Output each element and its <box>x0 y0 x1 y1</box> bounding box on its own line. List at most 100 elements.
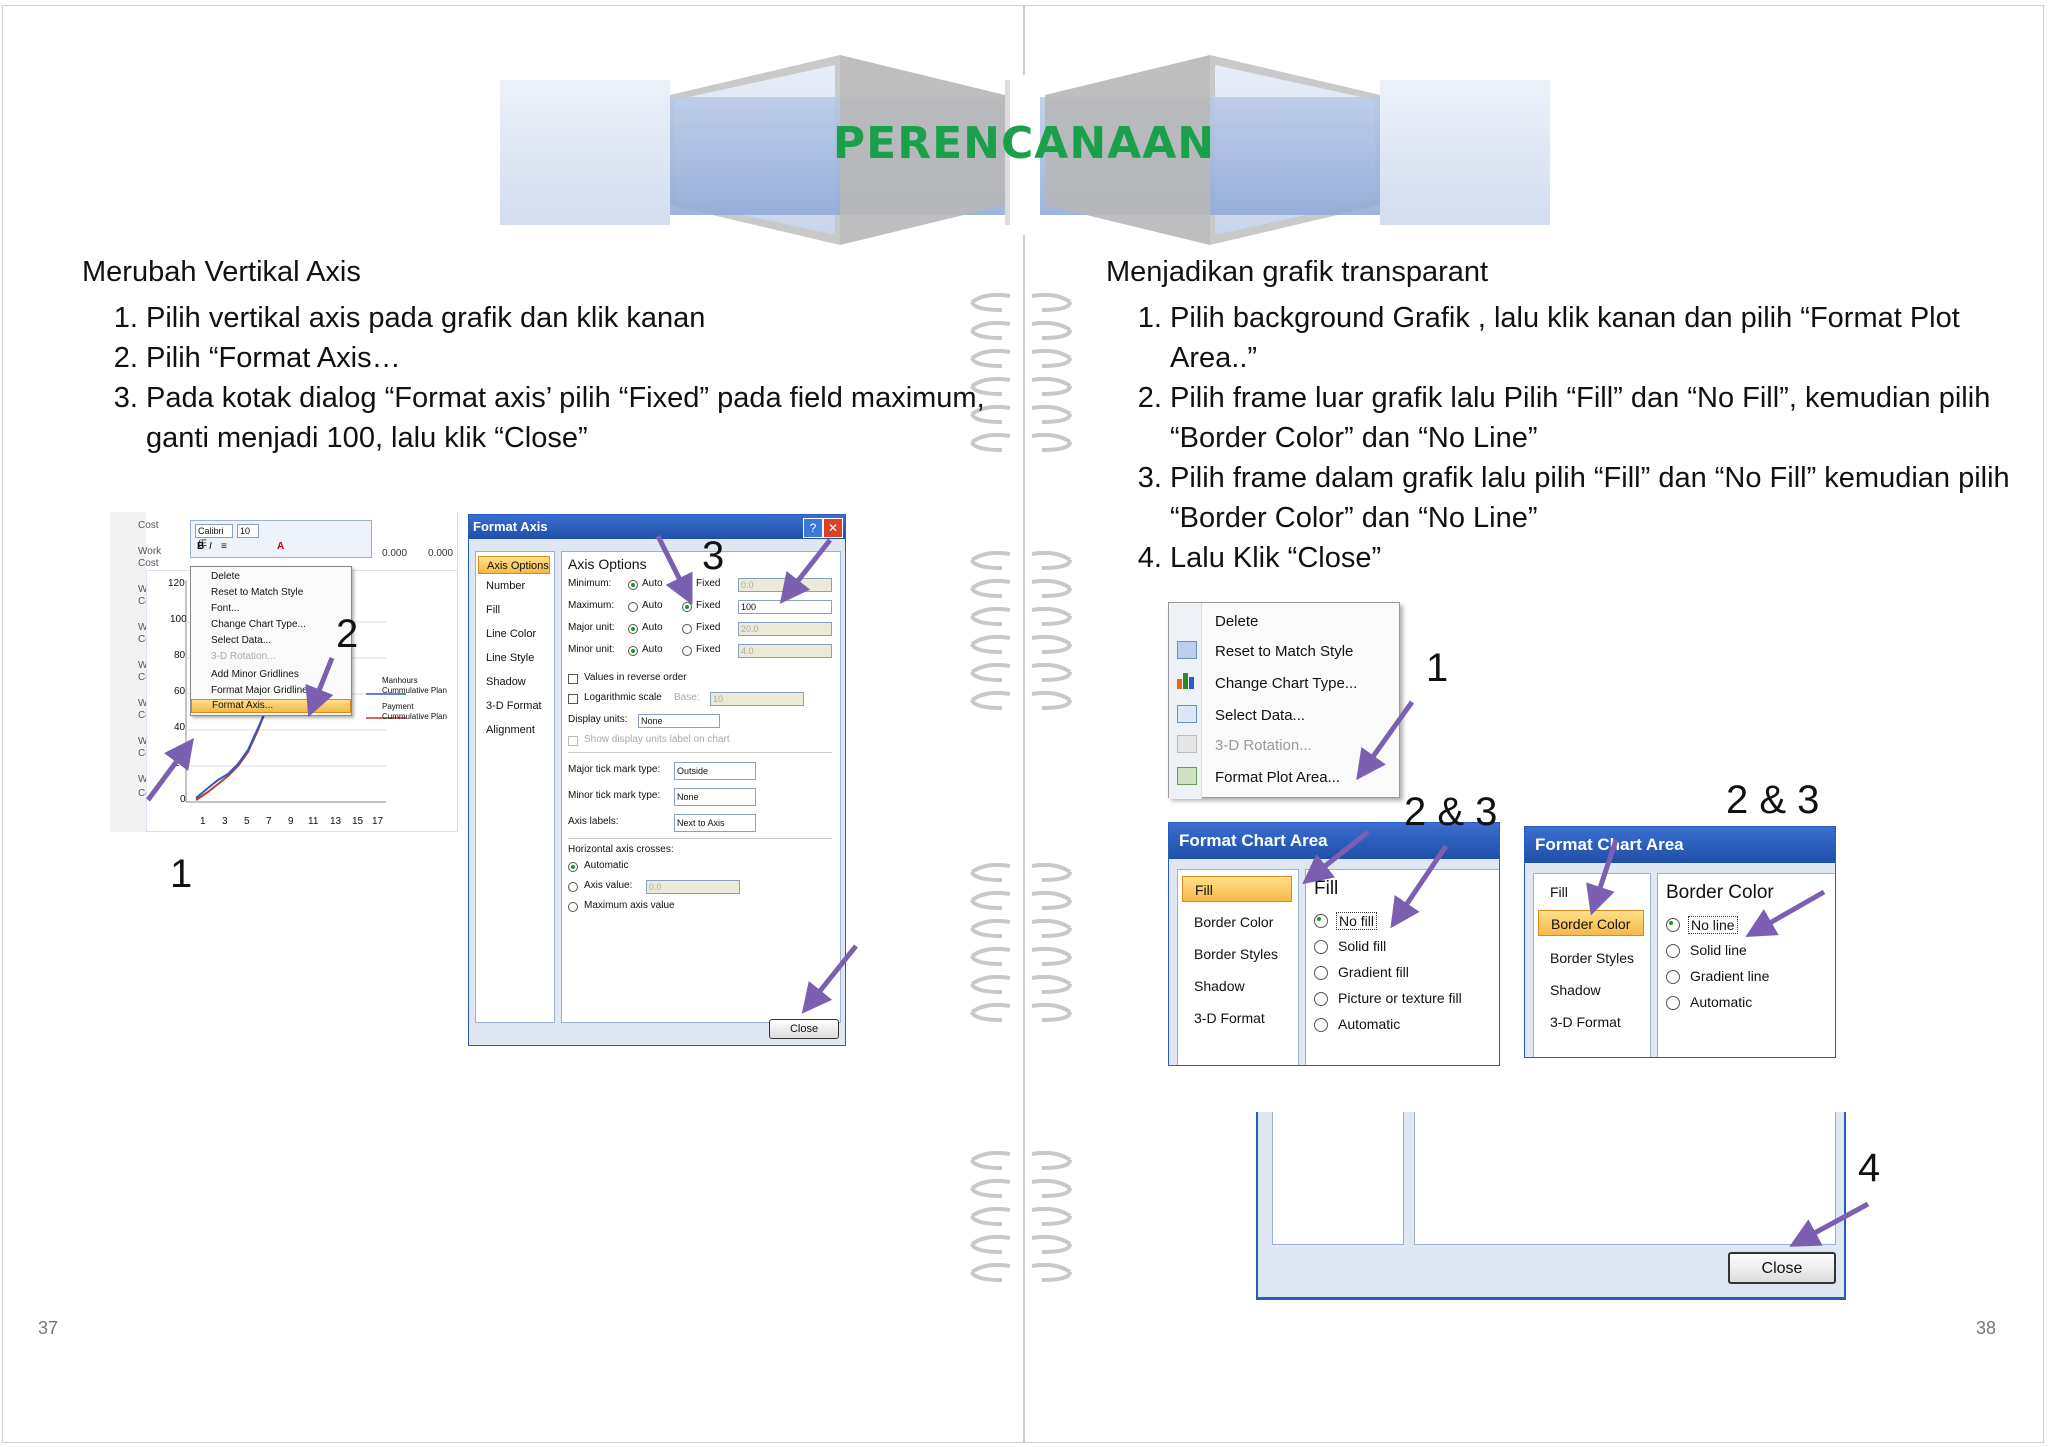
no-fill-radio[interactable] <box>1314 914 1328 928</box>
minor-unit-auto-radio[interactable] <box>628 646 638 656</box>
right-step-2: Pilih frame luar grafik lalu Pilih “Fill… <box>1170 378 2048 458</box>
maximum-auto-label: Auto <box>642 600 663 611</box>
minor-unit-label: Minor unit: <box>568 644 615 655</box>
x-tick: 7 <box>266 816 272 827</box>
italic-icon[interactable]: I <box>209 541 212 552</box>
tab-fill[interactable]: Fill <box>486 604 501 616</box>
automatic-line-radio[interactable] <box>1666 996 1680 1010</box>
minor-tick-select[interactable]: None <box>674 788 756 806</box>
h-cross-max-label: Maximum axis value <box>584 900 675 911</box>
major-unit-value-field[interactable]: 20.0 <box>738 622 832 636</box>
callout-2-3-border: 2 & 3 <box>1726 778 1820 822</box>
menu-item-change-chart-type[interactable]: Change Chart Type... <box>211 619 306 630</box>
axis-labels-select[interactable]: Next to Axis <box>674 814 756 832</box>
help-icon[interactable]: ? <box>803 518 823 538</box>
tab-list: Fill Border Color Border Styles Shadow 3… <box>1533 873 1651 1057</box>
right-step-1: Pilih background Grafik , lalu klik kana… <box>1170 298 2048 378</box>
tab-fill[interactable]: Fill <box>1182 876 1292 902</box>
font-size-field[interactable]: 10 <box>237 524 259 538</box>
cell-value: 0.000 <box>428 548 454 559</box>
tab-shadow[interactable]: Shadow <box>1550 982 1601 998</box>
no-line-label: No line <box>1688 916 1738 934</box>
major-unit-fixed-radio[interactable] <box>682 624 692 634</box>
tab-border-color[interactable]: Border Color <box>1194 914 1274 930</box>
options-pane: Axis Options Minimum: Auto Fixed 0.0 Max… <box>561 551 841 1023</box>
tab-3d-format[interactable]: 3-D Format <box>486 700 542 712</box>
tab-border-styles[interactable]: Border Styles <box>1550 950 1635 966</box>
h-cross-max-radio[interactable] <box>568 902 578 912</box>
minor-unit-fixed-label: Fixed <box>696 644 721 655</box>
gradient-line-label: Gradient line <box>1690 968 1770 984</box>
tab-shadow[interactable]: Shadow <box>1194 978 1245 994</box>
menu-item-reset[interactable]: Reset to Match Style <box>211 587 304 598</box>
base-value-field[interactable]: 10 <box>710 692 804 706</box>
left-step-2: Pilih “Format Axis… <box>146 338 996 378</box>
major-tick-select[interactable]: Outside <box>674 762 756 780</box>
picture-fill-label: Picture or texture fill <box>1338 990 1462 1006</box>
minimum-auto-radio[interactable] <box>628 580 638 590</box>
minimum-value-field[interactable]: 0.0 <box>738 578 832 592</box>
tab-line-style[interactable]: Line Style <box>486 652 535 664</box>
menu-item-delete[interactable]: Delete <box>211 571 240 582</box>
tab-3d-format[interactable]: 3-D Format <box>1194 1010 1265 1026</box>
menu-item-format-major-gridlines[interactable]: Format Major Gridlines... <box>211 685 322 696</box>
y-tick: 20 <box>174 758 186 769</box>
menu-item-3d-rotation[interactable]: 3-D Rotation... <box>1215 737 1312 754</box>
close-button[interactable]: Close <box>769 1019 839 1039</box>
tab-axis-options[interactable]: Axis Options <box>478 556 550 574</box>
menu-item-reset[interactable]: Reset to Match Style <box>1215 643 1354 660</box>
tab-number[interactable]: Number <box>486 580 526 592</box>
tab-line-color[interactable]: Line Color <box>486 628 537 640</box>
menu-item-format-axis[interactable]: Format Axis... <box>191 699 351 713</box>
maximum-fixed-radio[interactable] <box>682 602 692 612</box>
solid-fill-radio[interactable] <box>1314 940 1328 954</box>
maximum-auto-radio[interactable] <box>628 602 638 612</box>
tab-alignment[interactable]: Alignment <box>486 724 535 736</box>
callout-3: 3 <box>702 534 725 578</box>
x-tick: 17 <box>372 816 384 827</box>
menu-item-change-chart-type[interactable]: Change Chart Type... <box>1215 675 1358 692</box>
menu-item-delete[interactable]: Delete <box>1215 613 1259 630</box>
no-line-radio[interactable] <box>1666 918 1680 932</box>
format-chart-area-fill-dialog: Format Chart Area Fill Border Color Bord… <box>1168 822 1500 1066</box>
h-cross-automatic-radio[interactable] <box>568 862 578 872</box>
show-units-checkbox[interactable] <box>568 736 578 746</box>
tab-fill[interactable]: Fill <box>1550 884 1568 900</box>
tab-shadow[interactable]: Shadow <box>486 676 526 688</box>
menu-item-format-plot-area[interactable]: Format Plot Area... <box>1215 769 1341 786</box>
close-icon[interactable]: ✕ <box>823 518 843 538</box>
solid-line-radio[interactable] <box>1666 944 1680 958</box>
tab-border-color[interactable]: Border Color <box>1538 910 1644 936</box>
reset-style-icon <box>1177 641 1197 659</box>
values-reverse-checkbox[interactable] <box>568 674 578 684</box>
y-tick: 80 <box>174 650 186 661</box>
log-scale-checkbox[interactable] <box>568 694 578 704</box>
menu-item-font[interactable]: Font... <box>211 603 240 614</box>
gradient-line-radio[interactable] <box>1666 970 1680 984</box>
tab-border-styles[interactable]: Border Styles <box>1194 946 1279 962</box>
excel-sheet-screenshot: Cost Work Cost Work Cost Work Cost Work … <box>110 512 458 832</box>
minimum-fixed-radio[interactable] <box>682 580 692 590</box>
menu-item-select-data[interactable]: Select Data... <box>211 635 272 646</box>
menu-item-3d-rotation[interactable]: 3-D Rotation... <box>211 651 276 662</box>
bold-icon[interactable]: B <box>197 541 205 552</box>
align-icon[interactable]: ≡ <box>221 541 227 552</box>
menu-item-select-data[interactable]: Select Data... <box>1215 707 1306 724</box>
automatic-fill-radio[interactable] <box>1314 1018 1328 1032</box>
h-cross-axis-value-radio[interactable] <box>568 882 578 892</box>
gradient-fill-radio[interactable] <box>1314 966 1328 980</box>
major-unit-auto-radio[interactable] <box>628 624 638 634</box>
tab-3d-format[interactable]: 3-D Format <box>1550 1014 1621 1030</box>
picture-fill-radio[interactable] <box>1314 992 1328 1006</box>
font-name-field[interactable]: Calibri (E <box>195 524 233 548</box>
display-units-select[interactable]: None <box>638 714 720 728</box>
left-step-1: Pilih vertikal axis pada grafik dan klik… <box>146 298 996 338</box>
close-button[interactable]: Close <box>1728 1252 1836 1284</box>
minor-unit-fixed-radio[interactable] <box>682 646 692 656</box>
gradient-fill-label: Gradient fill <box>1338 964 1409 980</box>
font-color-icon[interactable]: A <box>277 541 285 552</box>
minor-unit-value-field[interactable]: 4.0 <box>738 644 832 658</box>
axis-value-field[interactable]: 0.0 <box>646 880 740 894</box>
menu-item-add-minor-gridlines[interactable]: Add Minor Gridlines <box>211 669 299 680</box>
maximum-value-field[interactable]: 100 <box>738 600 832 614</box>
